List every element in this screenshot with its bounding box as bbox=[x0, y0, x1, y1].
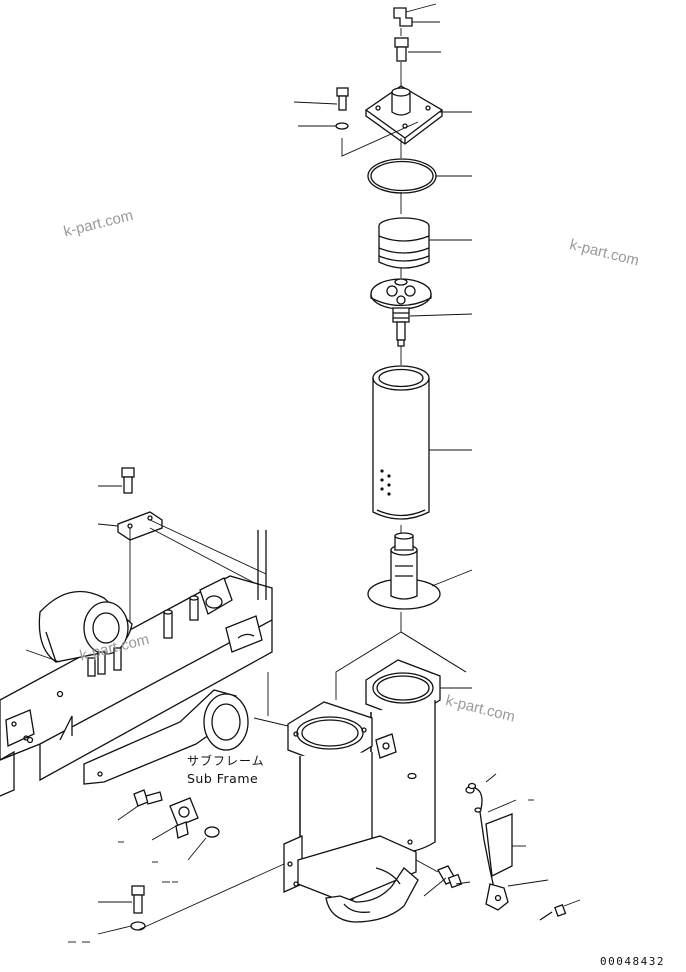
bypass-valve bbox=[370, 278, 473, 347]
filter-case bbox=[253, 631, 472, 923]
clip-bolt bbox=[539, 899, 581, 921]
filter-element bbox=[372, 365, 472, 520]
pressure-switch bbox=[415, 859, 471, 897]
rubber-plug bbox=[187, 826, 220, 861]
spring bbox=[378, 217, 472, 269]
flange-bolt bbox=[117, 789, 163, 821]
center-pipe bbox=[367, 532, 473, 610]
o-ring bbox=[367, 158, 472, 194]
bracket-bolt bbox=[98, 467, 135, 494]
wire-harness bbox=[465, 773, 549, 911]
sensor-bracket bbox=[151, 797, 199, 841]
cover-washer bbox=[298, 122, 349, 130]
elbow-fitting bbox=[393, 3, 440, 27]
cover-bolt bbox=[293, 87, 349, 111]
subframe-label-en: Sub Frame bbox=[187, 771, 259, 786]
plug-bolt bbox=[394, 37, 441, 62]
subframe-label-jp: サブフレーム bbox=[187, 754, 265, 768]
sub-frame bbox=[0, 530, 273, 797]
reference-dashes bbox=[68, 799, 534, 943]
drawing-code: 00048432 bbox=[600, 955, 665, 968]
case-washer-small bbox=[467, 782, 477, 790]
base-washer bbox=[97, 863, 285, 935]
base-bolt bbox=[98, 885, 145, 914]
cover-plate bbox=[341, 85, 472, 157]
